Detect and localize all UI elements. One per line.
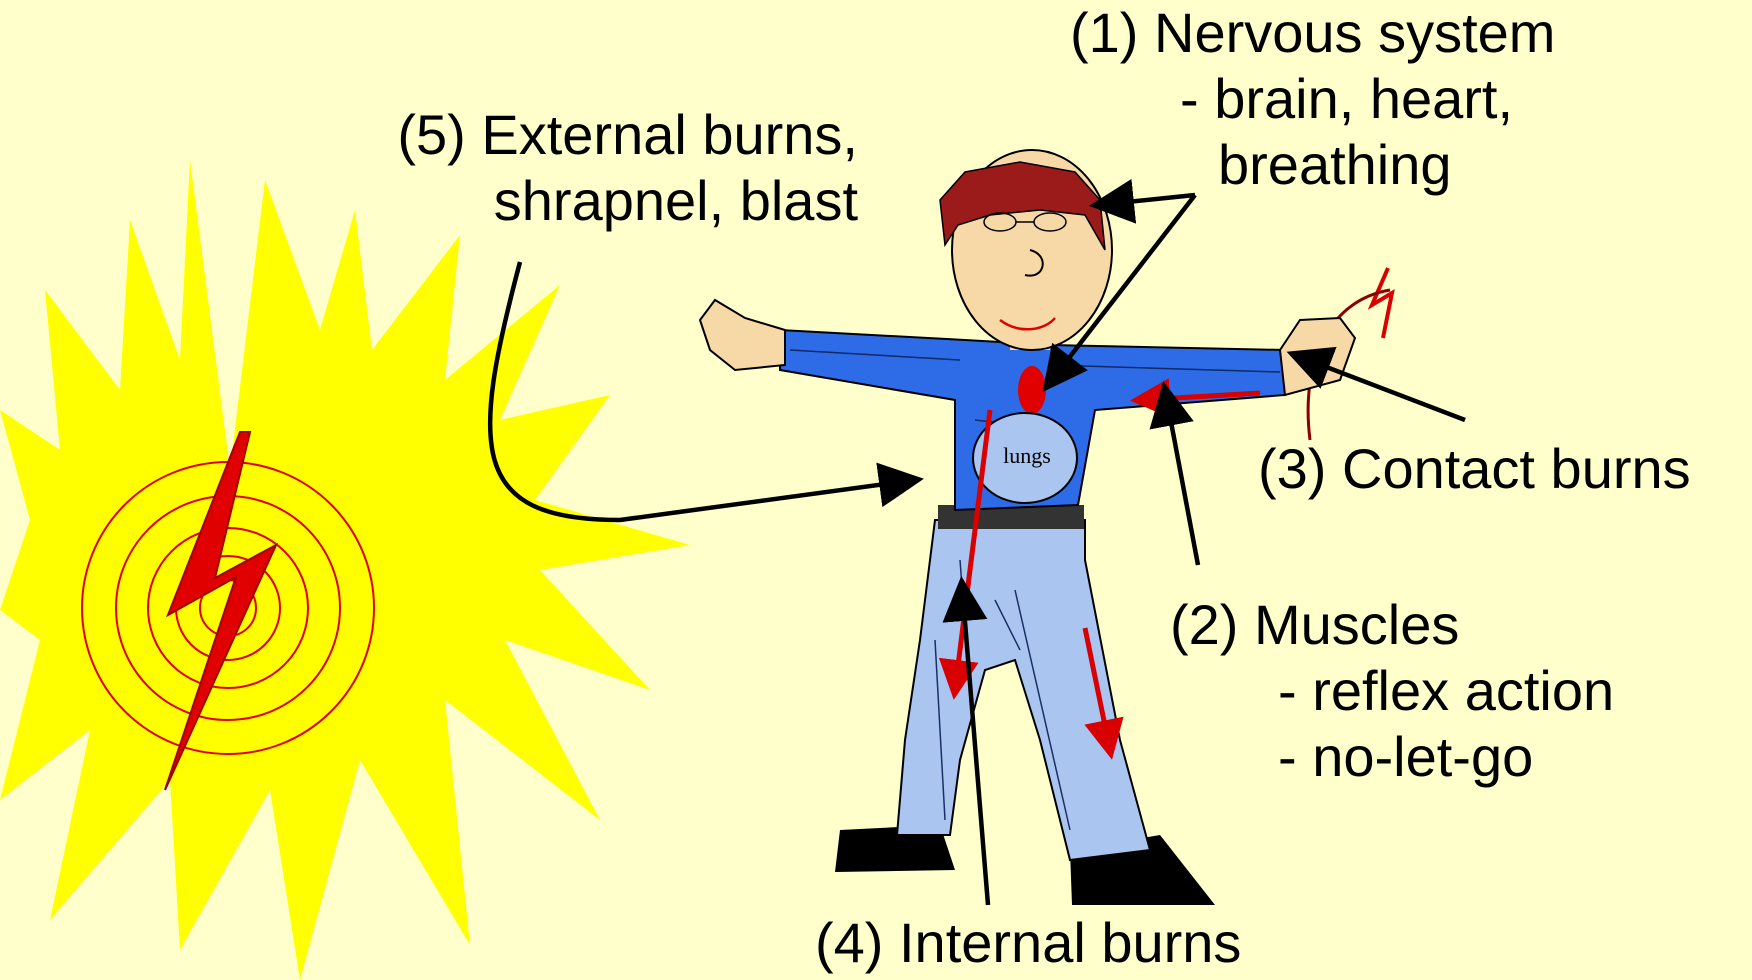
- contact-burns-label: (3) Contact burns: [1258, 436, 1691, 502]
- heart: [1018, 366, 1046, 414]
- nervous-system-line2: breathing: [1218, 132, 1555, 198]
- muscles-title: (2) Muscles: [1170, 592, 1614, 658]
- pointer-to-body: [490, 262, 915, 520]
- external-burns-label: (5) External burns, shrapnel, blast: [338, 102, 858, 234]
- pants: [897, 520, 1150, 860]
- pointer-to-hand: [1295, 355, 1465, 420]
- person-figure: [700, 150, 1355, 905]
- internal-burns-label: (4) Internal burns: [815, 910, 1241, 976]
- nervous-system-label: (1) Nervous system - brain, heart, breat…: [1070, 0, 1555, 198]
- right-hand: [1280, 318, 1355, 395]
- external-burns-line2: shrapnel, blast: [338, 168, 858, 234]
- nervous-system-title: (1) Nervous system: [1070, 0, 1555, 66]
- pointer-to-arm: [1165, 390, 1198, 565]
- sun-burst: [0, 160, 690, 980]
- nervous-system-line1: - brain, heart,: [1180, 66, 1555, 132]
- muscles-label: (2) Muscles - reflex action - no-let-go: [1170, 592, 1614, 790]
- muscles-line2: - no-let-go: [1278, 724, 1614, 790]
- lungs-label: lungs: [1003, 443, 1051, 468]
- left-hand: [700, 300, 785, 370]
- external-burns-line1: (5) External burns,: [338, 102, 858, 168]
- muscles-line1: - reflex action: [1278, 658, 1614, 724]
